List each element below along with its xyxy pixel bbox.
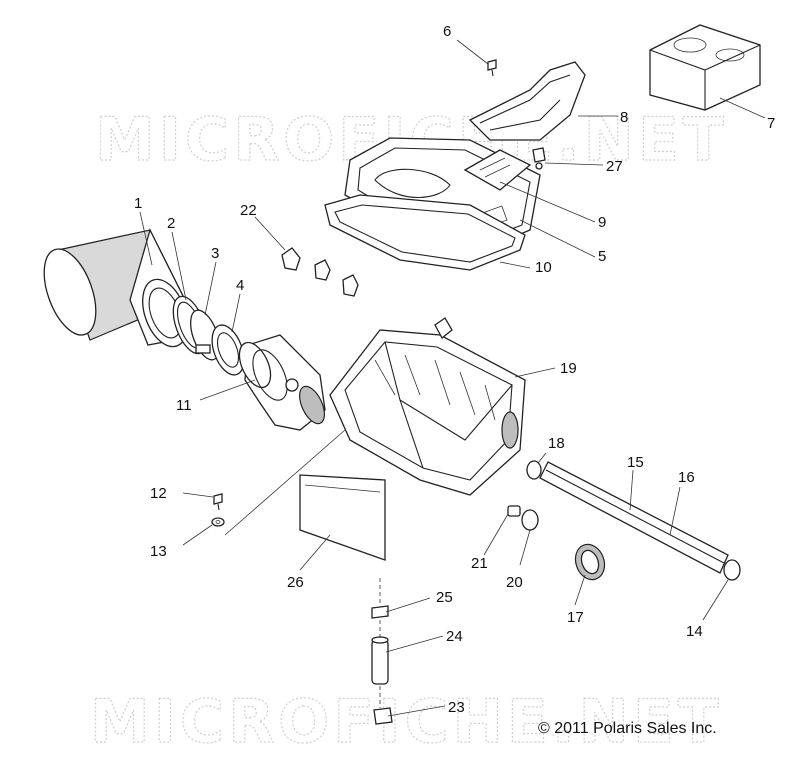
callout-22: 22 [240,202,257,219]
part-6-screw [487,59,497,77]
callout-8: 8 [620,109,628,126]
callout-18: 18 [548,435,565,452]
part-27-clip [532,147,546,170]
callout-24: 24 [446,628,463,645]
callout-2: 2 [167,215,175,232]
callout-27: 27 [606,158,623,175]
callout-3: 3 [211,245,219,262]
callout-13: 13 [150,543,167,560]
part-24-hose [371,636,389,685]
part-13-washer [211,517,225,527]
part-18-cap [526,460,542,480]
callout-6: 6 [443,23,451,40]
part-23-clamp [373,707,393,725]
callout-17: 17 [567,609,584,626]
watermark-bottom: MICROFICHE.NET [90,687,723,757]
callout-19: 19 [560,360,577,377]
callout-10: 10 [535,259,552,276]
part-11-intake-boot [238,334,326,431]
callout-12: 12 [150,485,167,502]
callout-21: 21 [471,555,488,572]
part-21-fitting [507,505,521,517]
callout-23: 23 [448,699,465,716]
callout-14: 14 [686,623,703,640]
callout-9: 9 [598,214,606,231]
part-4-ring [211,324,245,376]
callout-15: 15 [627,454,644,471]
part-19-airbox [329,317,526,496]
part-10-gasket [324,194,526,271]
part-1-air-filter [43,228,188,348]
callout-1: 1 [134,195,142,212]
part-17-clamp [574,543,606,581]
part-22-clips [281,247,359,297]
part-15-16-drain-tube [539,461,741,581]
callout-4: 4 [236,277,244,294]
callout-11: 11 [176,397,192,414]
callout-26: 26 [287,574,304,591]
copyright-text: © 2011 Polaris Sales Inc. [538,720,717,737]
callout-7: 7 [767,115,775,132]
part-20-plug [521,509,539,531]
leader-lines [139,39,766,717]
callout-20: 20 [506,574,523,591]
callout-25: 25 [436,589,453,606]
callout-labels: 1 2 3 4 5 6 7 8 9 10 11 12 13 14 15 16 1… [134,23,775,716]
callout-5: 5 [598,248,606,265]
part-7-foam-block [649,24,761,111]
callout-16: 16 [678,469,695,486]
part-25-clamp [371,605,389,619]
part-8-duct-cover [468,61,586,141]
part-12-screw [213,493,223,511]
part-9-plate [463,149,532,191]
part-26-panel [299,474,386,561]
